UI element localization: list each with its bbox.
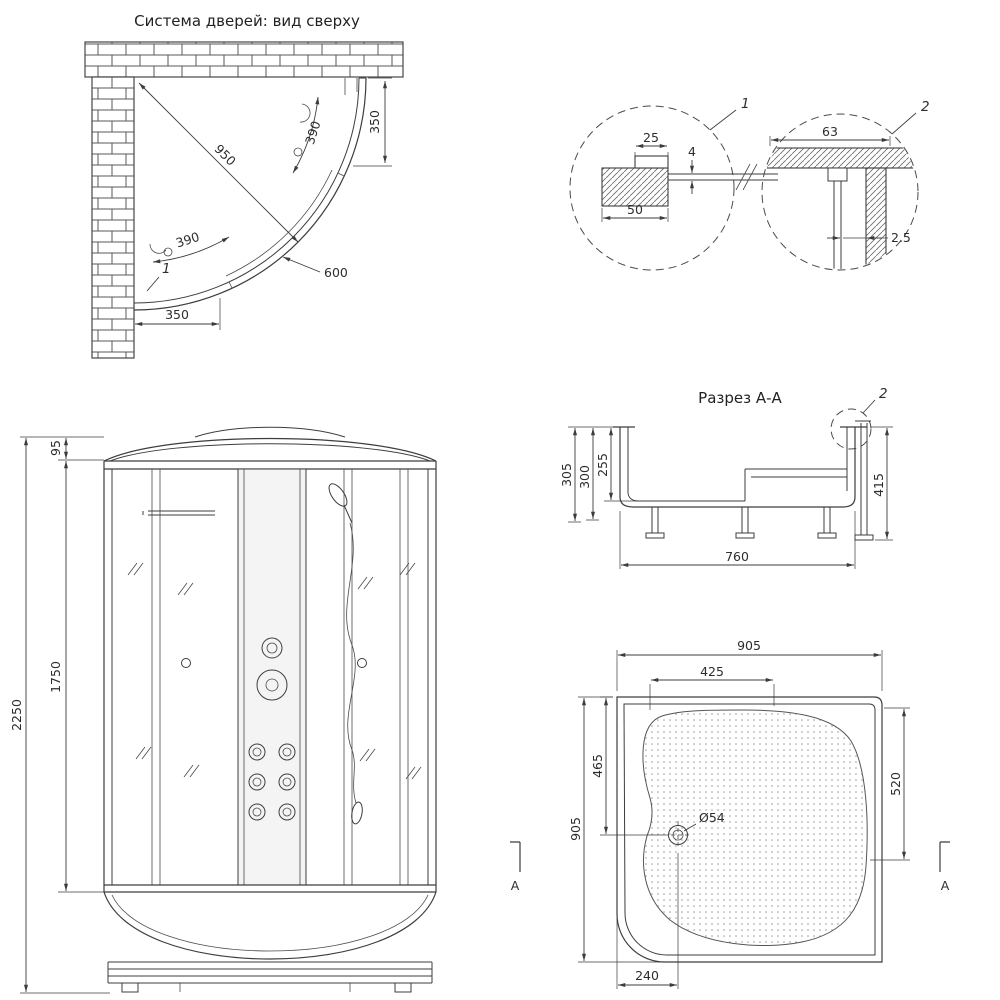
dim-600-label: 600 [324,265,348,280]
tray-plan-drawing: Ø54 905 425 520 905 465 240 [510,638,950,989]
dim-300-label: 300 [577,465,592,489]
dim-drain-label: Ø54 [699,810,725,825]
tray-section [613,420,874,541]
dim-2-5-label: 2.5 [891,230,911,245]
section-detail-2-label: 2 [879,386,888,402]
detail-2-circle [761,113,919,271]
dim-255-label: 255 [595,453,610,477]
top-view-title: Система дверей: вид сверху [134,12,360,30]
top-view-dimensions: 950 390 350 390 350 600 1 [133,77,392,330]
dim-905-top-label: 905 [737,638,761,653]
detail-1-label: 1 [741,96,750,112]
dim-1750-label: 1750 [48,661,63,693]
massage-jets [248,743,296,821]
dim-465-label: 465 [590,754,605,778]
detail-circles-drawing: 1 2 25 4 50 [569,96,930,271]
front-view-dimensions: 2250 95 1750 [9,436,110,994]
cabin-front [103,426,437,993]
section-cut-marks: А А [510,841,950,893]
section-dimensions: 305 300 255 760 415 [559,426,893,569]
dim-240-label: 240 [635,968,659,983]
hand-shower [328,483,363,825]
dim-4-label: 4 [688,144,696,159]
dim-415-label: 415 [871,473,886,497]
dim-305-label: 305 [559,463,574,487]
dim-25-label: 25 [643,130,659,145]
section-mark-left: А [511,878,520,893]
dim-950-label: 950 [211,141,239,169]
section-detail-2-circle [830,408,872,450]
detail-2-profile: 63 2.5 [763,124,917,269]
detail-ref-1: 1 [162,261,171,277]
dim-350-right-label: 350 [367,110,382,134]
section-a-a-drawing: Разрез А-А 2 305 300 255 [559,386,893,569]
dim-425-label: 425 [700,664,724,679]
dim-2250-label: 2250 [9,699,24,731]
detail-2-label: 2 [921,99,930,115]
tray-outline [616,696,883,963]
section-title: Разрез А-А [698,389,782,407]
detail-1-profile: 25 4 50 [601,130,778,222]
dim-520-label: 520 [888,772,903,796]
dim-350-bottom-label: 350 [165,307,189,322]
dim-760-label: 760 [725,549,749,564]
top-view-drawing: Система дверей: вид сверху 950 390 [84,12,404,359]
section-mark-right: А [941,878,950,893]
dim-63-label: 63 [822,124,838,139]
tray-dimensions: Ø54 905 425 520 905 465 240 [568,638,910,989]
dim-50-label: 50 [627,202,643,217]
dim-390-left-label: 390 [174,229,201,251]
detail-1-circle [569,105,735,271]
dim-905-left-label: 905 [568,817,583,841]
dim-390-top-label: 390 [302,119,324,146]
brick-wall [84,41,404,359]
dim-95-label: 95 [48,440,63,456]
glass-hatches [127,562,422,780]
front-view-drawing: 2250 95 1750 [9,426,437,994]
